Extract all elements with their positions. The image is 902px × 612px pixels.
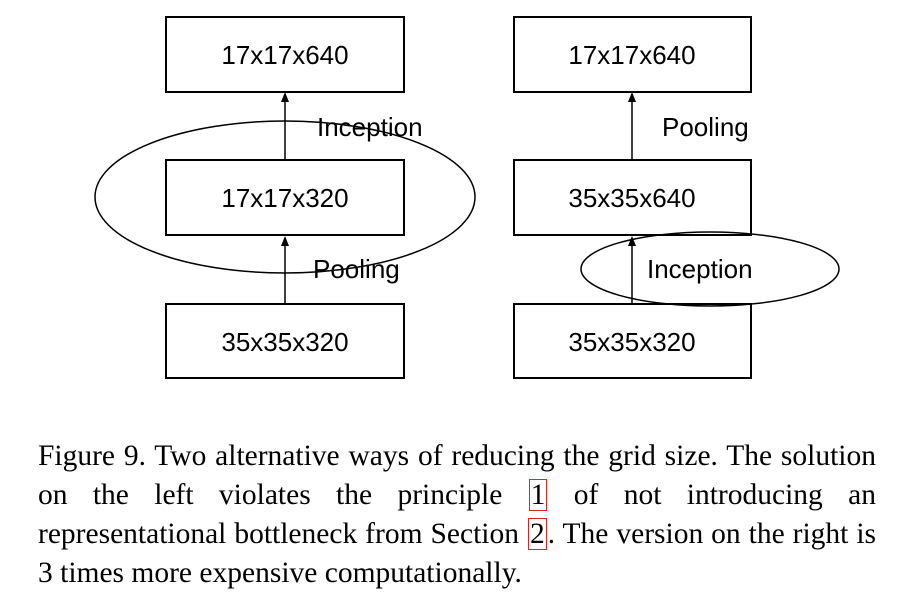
right-bottom-box xyxy=(513,303,752,379)
left-upper-edge-label: Inception xyxy=(317,112,423,142)
left-lower-arrowhead xyxy=(281,236,289,246)
caption-text-part3: . The version on the right is 3 times mo… xyxy=(38,518,876,589)
figure-caption: Figure 9. Two alternative ways of reduci… xyxy=(38,437,876,593)
left-top-box xyxy=(165,16,405,93)
caption-text-part2: of not introducing an representational b… xyxy=(38,479,876,550)
right-bottom-box-label: 35x35x320 xyxy=(568,327,695,357)
left-middle-box-label: 17x17x320 xyxy=(221,183,348,213)
left-lower-edge-label: Pooling xyxy=(313,254,400,284)
right-middle-box xyxy=(513,159,752,236)
right-lower-edge-label: Inception xyxy=(647,254,753,284)
left-grouping-ellipse xyxy=(94,120,476,274)
right-top-box xyxy=(513,16,752,93)
left-top-box-label: 17x17x640 xyxy=(221,40,348,70)
left-bottom-box-label: 35x35x320 xyxy=(221,327,348,357)
right-grouping-ellipse xyxy=(580,231,840,307)
right-variant: 17x17x640 35x35x640 35x35x320 Pooling In… xyxy=(513,16,840,379)
right-middle-box-label: 35x35x640 xyxy=(568,183,695,213)
left-upper-arrowhead xyxy=(281,92,289,102)
left-variant: 17x17x640 17x17x320 35x35x320 Inception … xyxy=(94,16,476,379)
right-upper-arrowhead xyxy=(628,92,636,102)
left-middle-box xyxy=(165,159,405,236)
right-lower-arrowhead xyxy=(628,236,636,246)
right-upper-edge-label: Pooling xyxy=(662,112,749,142)
right-top-box-label: 17x17x640 xyxy=(568,40,695,70)
caption-text-part1: Figure 9. Two alternative ways of reduci… xyxy=(38,440,876,511)
principle-reference-link[interactable]: 1 xyxy=(528,479,548,511)
grid-reduction-diagram: 17x17x640 17x17x320 35x35x320 Inception … xyxy=(94,16,840,379)
left-bottom-box xyxy=(165,303,405,379)
section-reference-link[interactable]: 2 xyxy=(527,518,547,550)
